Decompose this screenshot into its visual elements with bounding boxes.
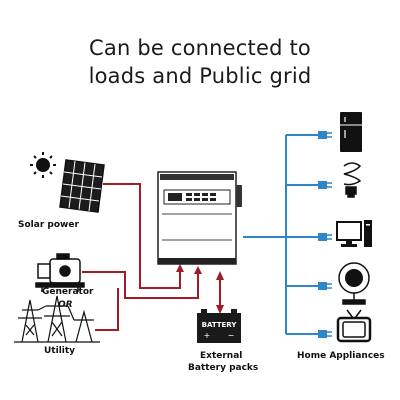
- sun-icon: [30, 152, 56, 178]
- utility-tower-icon: [14, 295, 100, 343]
- svg-text:−: −: [228, 331, 235, 340]
- arrow-head: [216, 271, 224, 280]
- svg-text:+: +: [204, 331, 211, 340]
- or-label: OR: [58, 300, 73, 310]
- title-line-1: Can be connected to: [89, 36, 311, 60]
- fan-icon: [338, 262, 370, 305]
- plug-icon: [318, 181, 327, 189]
- light-bulb-icon: [343, 162, 362, 198]
- generator-icon: [35, 253, 85, 292]
- inverter-unit: [157, 171, 242, 265]
- battery-icon: BATTERY + −: [197, 309, 241, 343]
- home-appliances-label: Home Appliances: [297, 351, 385, 361]
- source-wiring: [82, 183, 199, 331]
- arrow-head: [176, 264, 184, 272]
- title-line-2: loads and Public grid: [88, 64, 312, 88]
- solar-panel-icon: [59, 159, 105, 213]
- arrow-head: [216, 305, 224, 314]
- solar-power-label: Solar power: [18, 220, 79, 230]
- generator-label: Generator: [42, 287, 94, 297]
- plug-icon: [318, 282, 327, 290]
- battery-label-line-1: External: [200, 351, 243, 361]
- battery-text: BATTERY: [202, 321, 238, 329]
- plug-icon: [318, 131, 327, 139]
- plug-icon: [318, 330, 327, 338]
- battery-label-line-2: Battery packs: [188, 363, 259, 373]
- plug-prongs: [327, 132, 332, 337]
- load-wiring: [243, 134, 322, 335]
- arrow-head: [194, 266, 202, 274]
- utility-label: Utility: [44, 346, 76, 356]
- computer-icon: [336, 220, 372, 247]
- refrigerator-icon: [340, 112, 362, 152]
- plug-icon: [318, 233, 327, 241]
- tv-icon: [336, 309, 372, 343]
- plugs: [318, 131, 327, 338]
- display-screen: [168, 193, 182, 201]
